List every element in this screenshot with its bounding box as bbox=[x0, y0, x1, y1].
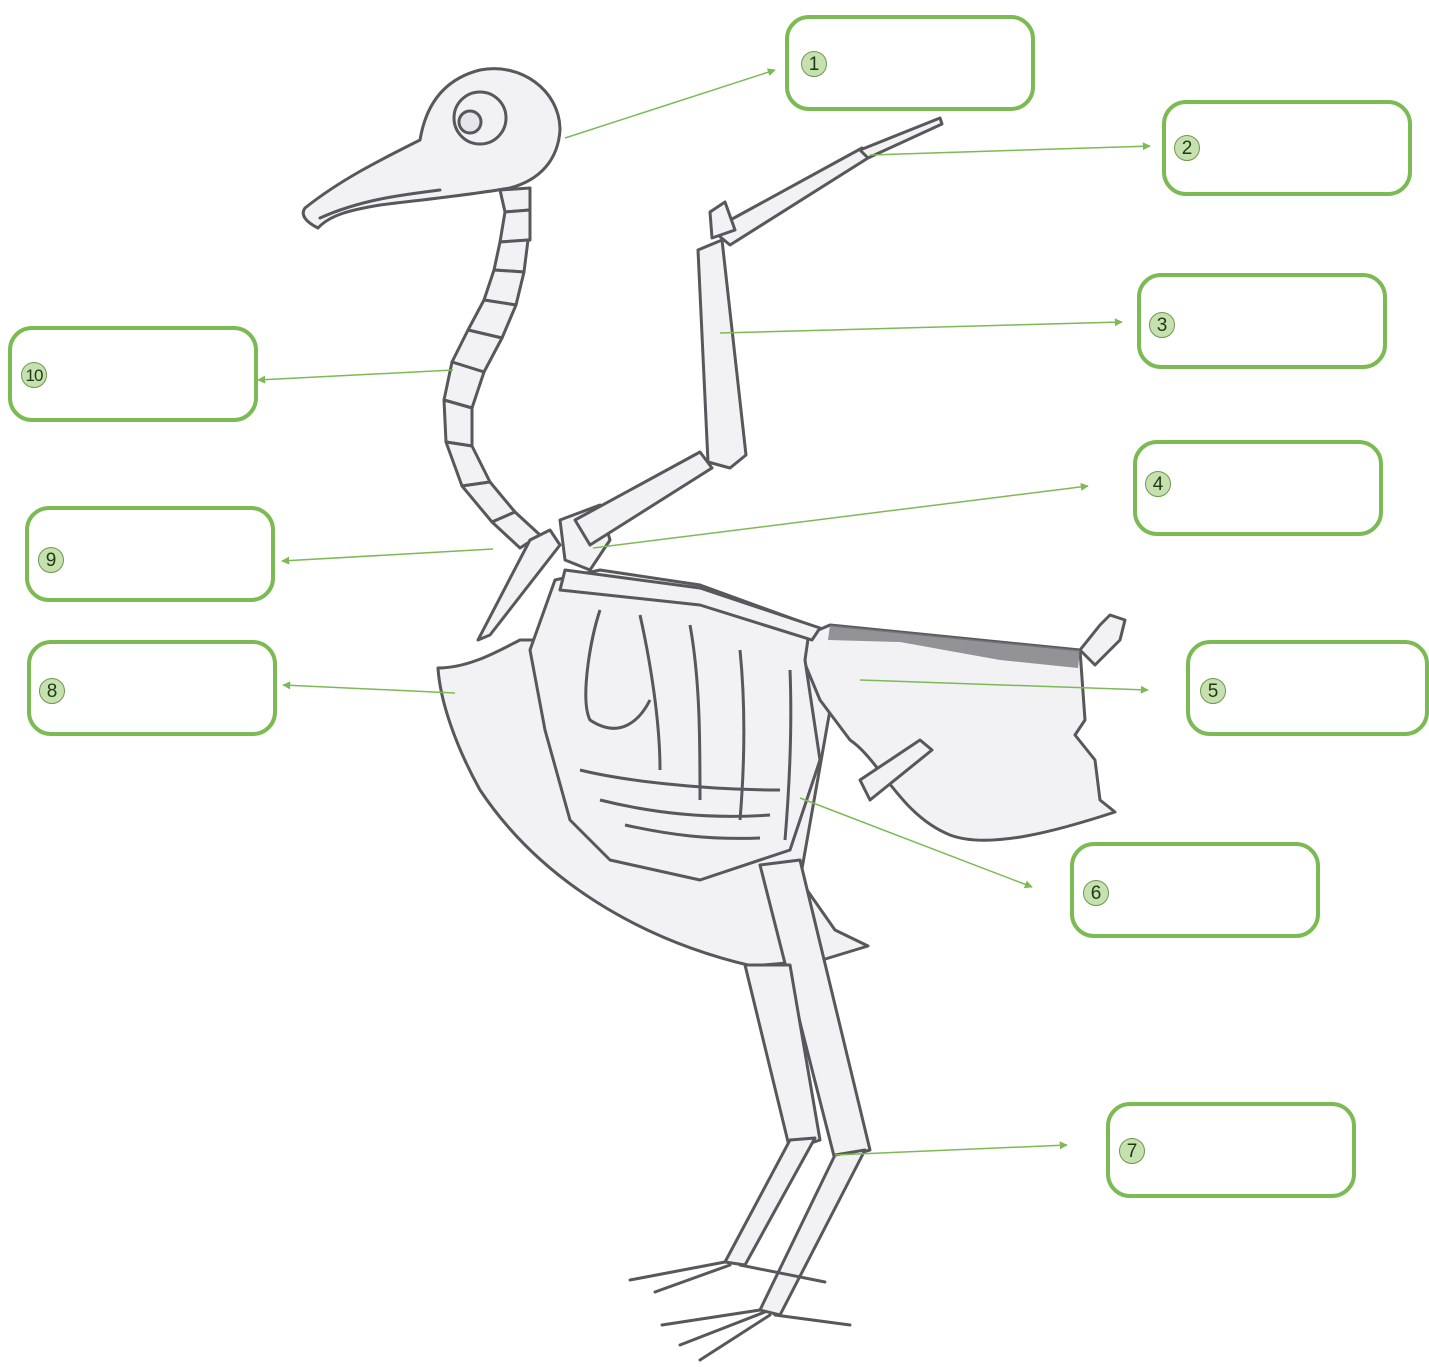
label-box-3[interactable]: 3 bbox=[1137, 273, 1387, 369]
label-box-6[interactable]: 6 bbox=[1070, 842, 1320, 938]
label-number-10: 10 bbox=[21, 362, 47, 388]
label-box-10[interactable]: 10 bbox=[8, 326, 258, 422]
pointer-arrow-8 bbox=[282, 681, 456, 694]
label-number-4: 4 bbox=[1145, 471, 1171, 497]
tibiotarsus bbox=[758, 858, 872, 1162]
label-box-2[interactable]: 2 bbox=[1162, 100, 1412, 196]
neck-vertebrae bbox=[442, 186, 542, 550]
label-number-5: 5 bbox=[1200, 678, 1226, 704]
furcula bbox=[476, 528, 562, 642]
ribs bbox=[579, 609, 793, 841]
feet bbox=[628, 1260, 852, 1362]
scapula bbox=[558, 568, 822, 642]
label-box-9[interactable]: 9 bbox=[25, 506, 275, 602]
label-box-5[interactable]: 5 bbox=[1186, 640, 1429, 736]
label-box-8[interactable]: 8 bbox=[27, 640, 277, 736]
label-number-6: 6 bbox=[1083, 880, 1109, 906]
pointer-arrow-5 bbox=[859, 679, 1149, 694]
label-box-7[interactable]: 7 bbox=[1106, 1102, 1356, 1198]
label-number-7: 7 bbox=[1119, 1138, 1145, 1164]
label-number-3: 3 bbox=[1149, 312, 1175, 338]
digits bbox=[858, 116, 944, 160]
femur bbox=[858, 738, 934, 802]
beak-jaw bbox=[318, 188, 442, 220]
pointer-arrow-1 bbox=[564, 68, 776, 139]
ribcage bbox=[528, 568, 822, 882]
pointer-arrow-3 bbox=[719, 318, 1123, 334]
pointer-arrow-4 bbox=[592, 482, 1089, 549]
pointer-arrow-10 bbox=[257, 369, 454, 384]
pointer-arrow-6 bbox=[799, 797, 1033, 889]
pelvis bbox=[793, 623, 1117, 842]
label-box-4[interactable]: 4 bbox=[1133, 440, 1383, 536]
pygostyle bbox=[1078, 613, 1127, 667]
label-number-1: 1 bbox=[801, 51, 827, 77]
radius-ulna bbox=[696, 238, 748, 470]
label-box-1[interactable]: 1 bbox=[785, 15, 1035, 111]
label-number-8: 8 bbox=[39, 678, 65, 704]
back-shading bbox=[828, 625, 1080, 668]
label-number-2: 2 bbox=[1174, 135, 1200, 161]
pointer-arrow-7 bbox=[834, 1141, 1068, 1156]
pointer-arrows bbox=[257, 68, 1151, 1156]
pointer-arrow-2 bbox=[869, 142, 1151, 156]
label-number-9: 9 bbox=[38, 547, 64, 573]
pointer-arrow-9 bbox=[281, 548, 494, 565]
humerus bbox=[573, 450, 714, 547]
